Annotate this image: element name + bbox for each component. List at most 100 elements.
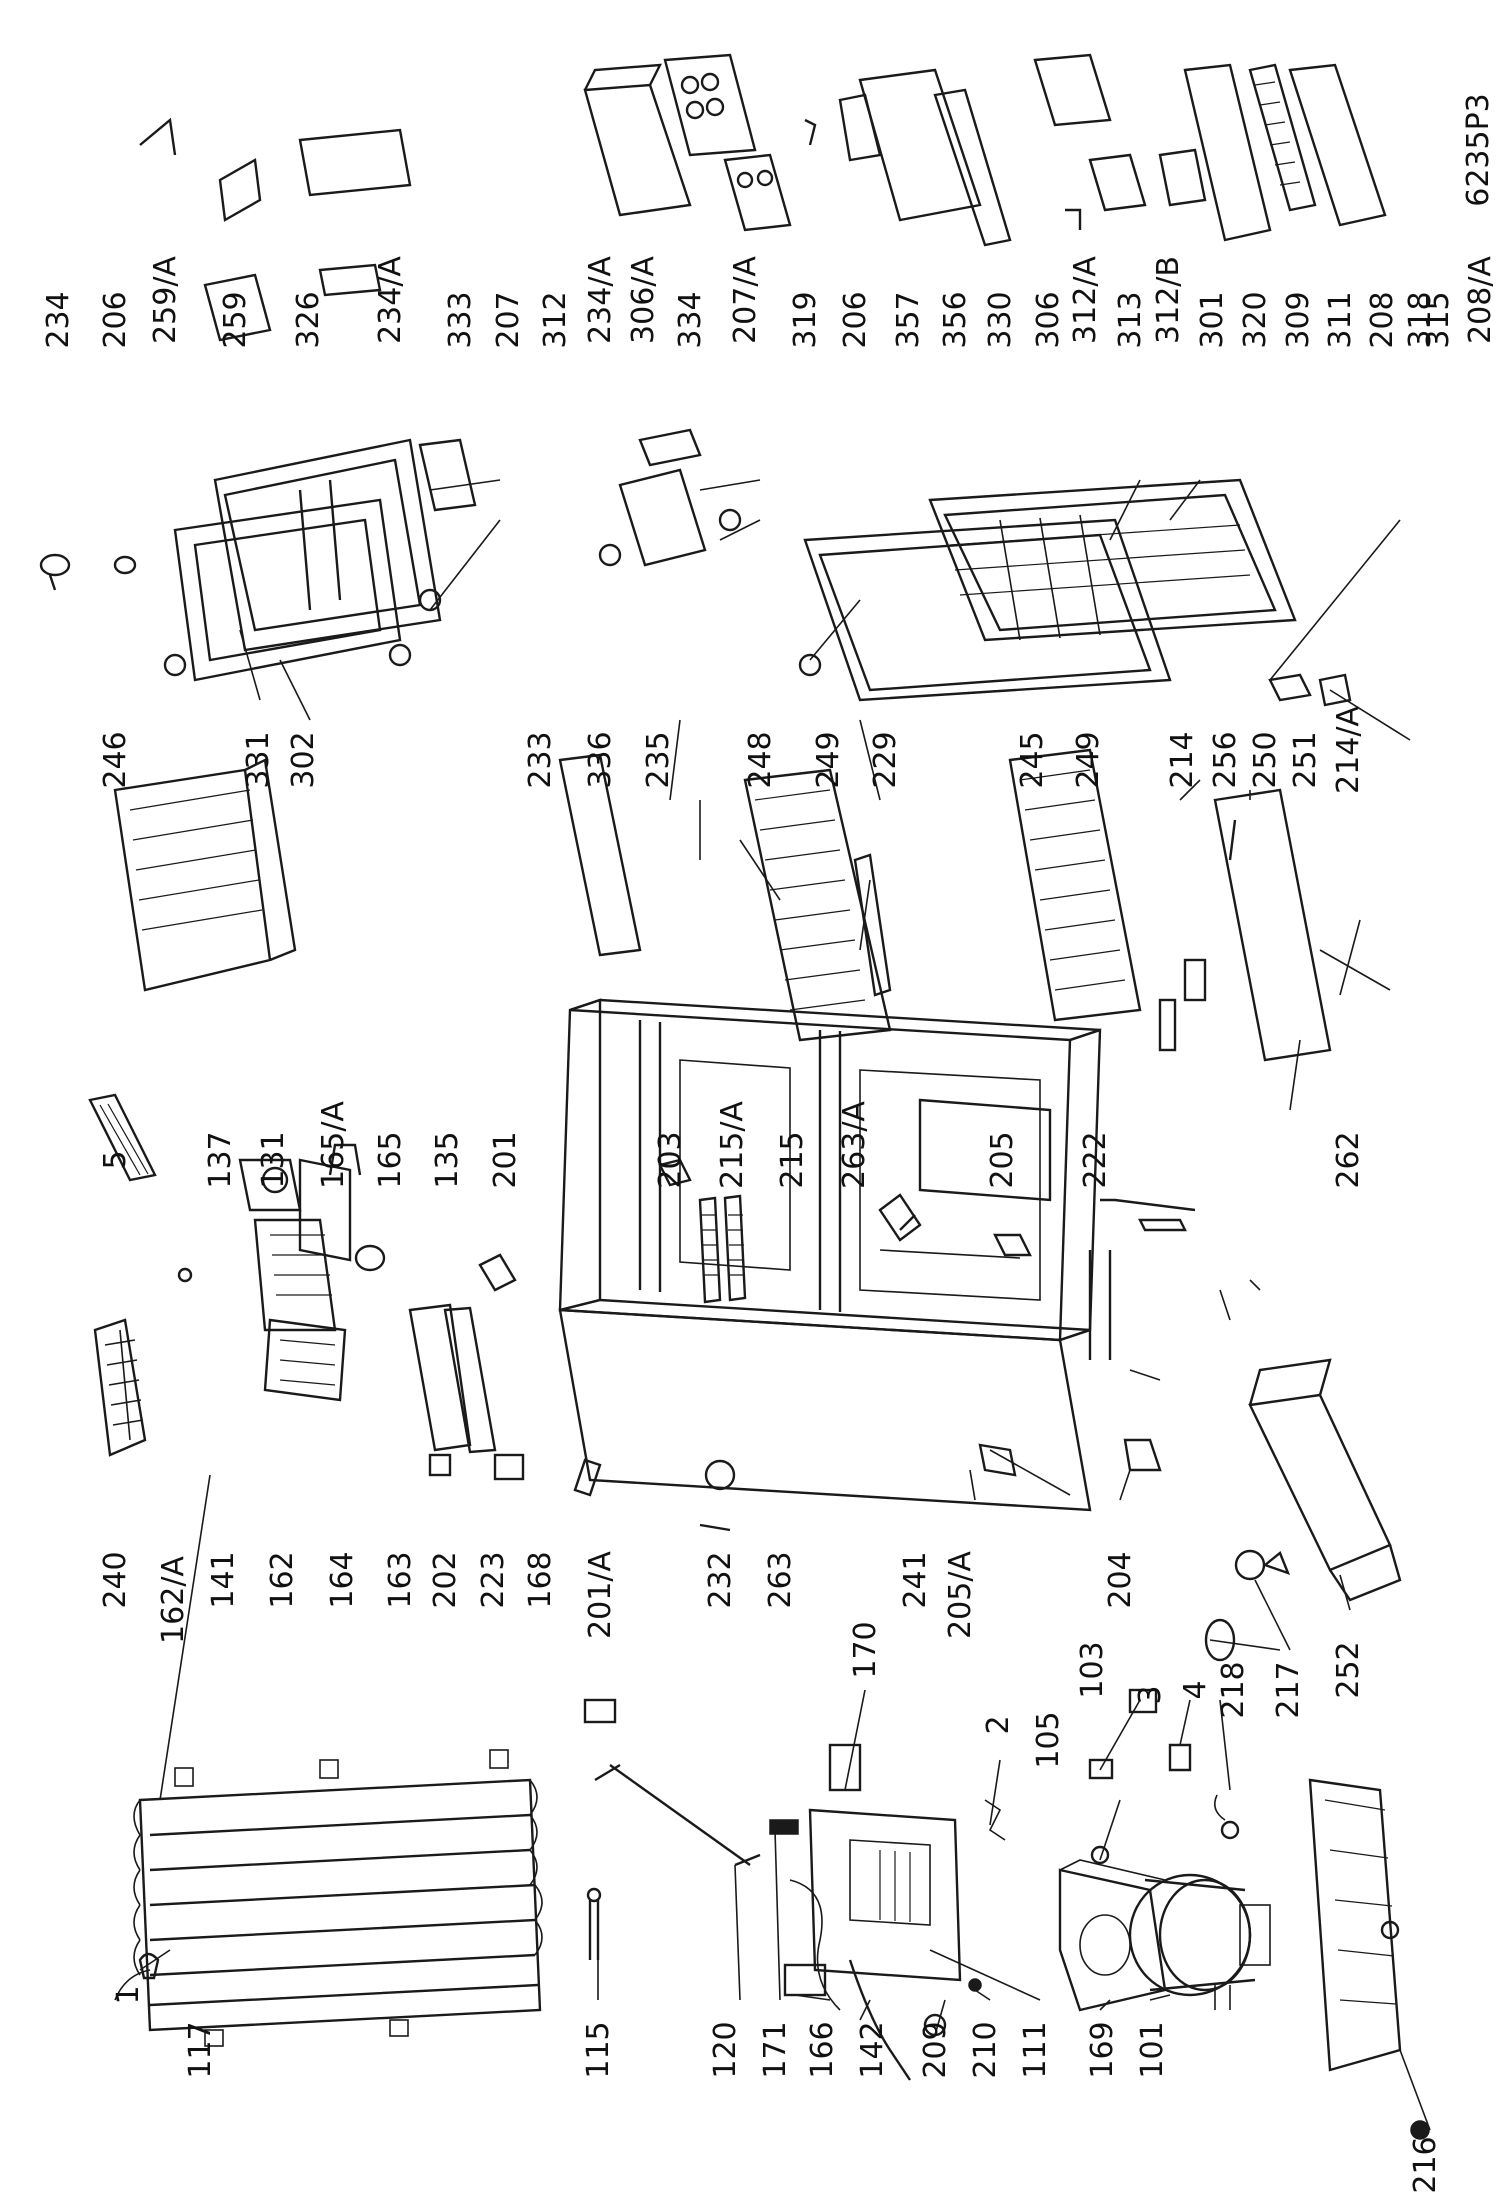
label-248: 248	[743, 731, 778, 788]
label-201-a: 201/A	[583, 1551, 618, 1639]
label-263: 263	[763, 1551, 798, 1608]
label-216: 216	[1408, 2136, 1443, 2193]
hinge-caps-drawing	[418, 428, 1352, 707]
label-3: 3	[1133, 1685, 1168, 1704]
label-336: 336	[583, 731, 618, 788]
label-205: 205	[985, 1131, 1020, 1188]
label-259: 259	[218, 291, 253, 348]
label-166: 166	[805, 2021, 840, 2078]
drawing-code: 6235P3	[1461, 93, 1496, 207]
label-101: 101	[1135, 2021, 1170, 2078]
label-249-bottom: 249	[1071, 731, 1106, 788]
clip-1-drawing	[138, 1952, 160, 1980]
label-309: 309	[1281, 291, 1316, 348]
leader-lines	[139, 479, 1431, 2131]
compressor-drawing	[1128, 1873, 1271, 2010]
label-234-a: 234/A	[583, 256, 618, 344]
label-162-a: 162/A	[156, 1556, 191, 1644]
label-214-a: 214/A	[1331, 706, 1366, 794]
label-246: 246	[98, 731, 133, 788]
label-235: 235	[641, 731, 676, 788]
trim-strips-drawing	[88, 1093, 497, 1477]
label-333: 333	[443, 291, 478, 348]
label-234: 234	[41, 291, 76, 348]
label-131: 131	[256, 1131, 291, 1188]
label-4: 4	[1178, 1680, 1213, 1699]
thermostat-rod-drawing	[583, 1698, 761, 1960]
label-169: 169	[1085, 2021, 1120, 2078]
freezer-accessories-drawing	[39, 117, 412, 591]
label-306: 306	[1031, 291, 1066, 348]
label-223: 223	[476, 1551, 511, 1608]
label-2: 2	[981, 1715, 1016, 1734]
label-203: 203	[653, 1131, 688, 1188]
label-207-a: 207/A	[728, 256, 763, 344]
label-205-a: 205/A	[943, 1551, 978, 1639]
freezer-door-drawing	[163, 438, 442, 682]
misc-small-parts-drawing	[984, 1688, 1240, 1865]
label-5: 5	[98, 1150, 133, 1169]
label-262: 262	[1331, 1131, 1366, 1188]
drip-tray-drawing	[1058, 1859, 1167, 2012]
label-241: 241	[898, 1551, 933, 1608]
label-249-top: 249	[811, 731, 846, 788]
label-137: 137	[203, 1131, 238, 1188]
label-334: 334	[673, 291, 708, 348]
label-232: 232	[703, 1551, 738, 1608]
label-170: 170	[848, 1621, 883, 1678]
label-312: 312	[538, 291, 573, 348]
label-164: 164	[325, 1551, 360, 1608]
label-208-a: 208/A	[1463, 256, 1498, 344]
label-311: 311	[1323, 291, 1358, 348]
label-315: 315	[1421, 291, 1456, 348]
label-245: 245	[1015, 731, 1050, 788]
label-318: 318	[1403, 291, 1438, 348]
condenser-coil-drawing	[114, 1749, 543, 2047]
label-142: 142	[855, 2021, 890, 2078]
ice-tray-drawing	[93, 1318, 147, 1457]
label-103: 103	[1075, 1641, 1110, 1698]
label-215: 215	[775, 1131, 810, 1188]
label-331: 331	[241, 731, 276, 788]
label-302: 302	[286, 731, 321, 788]
label-312-a: 312/A	[1068, 256, 1103, 344]
knob-drawing	[1204, 1549, 1291, 1662]
label-319: 319	[788, 291, 823, 348]
label-210: 210	[968, 2021, 1003, 2078]
label-165: 165	[373, 1131, 408, 1188]
label-171: 171	[758, 2021, 793, 2078]
label-206: 206	[838, 291, 873, 348]
label-168: 168	[523, 1551, 558, 1608]
door-bin-drawing	[1248, 1358, 1402, 1602]
label-214: 214	[1165, 731, 1200, 788]
label-330: 330	[983, 291, 1018, 348]
fridge-door-drawing	[803, 478, 1297, 702]
label-115: 115	[581, 2021, 616, 2078]
base-tray-drawing	[1308, 1778, 1430, 2140]
label-233: 233	[523, 731, 558, 788]
label-251: 251	[1288, 731, 1323, 788]
label-208: 208	[1365, 291, 1400, 348]
label-259-a: 259/A	[148, 256, 183, 344]
label-229: 229	[868, 731, 903, 788]
label-162: 162	[265, 1551, 300, 1608]
light-housing-drawing	[238, 1143, 386, 1402]
air-duct-strips-drawing	[658, 1158, 1112, 1360]
label-163: 163	[383, 1551, 418, 1608]
label-1: 1	[111, 1985, 146, 2004]
label-201: 201	[488, 1131, 523, 1188]
label-165-a: 165/A	[316, 1101, 351, 1189]
cabinet-drawing	[558, 998, 1102, 1512]
label-105: 105	[1031, 1711, 1066, 1768]
label-217: 217	[1271, 1661, 1306, 1718]
label-141: 141	[206, 1551, 241, 1608]
label-250: 250	[1248, 731, 1283, 788]
label-117: 117	[183, 2021, 218, 2078]
label-301: 301	[1195, 291, 1230, 348]
shelves-drawing	[113, 748, 1332, 1062]
label-263-a: 263/A	[837, 1101, 872, 1189]
label-356: 356	[938, 291, 973, 348]
label-218: 218	[1216, 1661, 1251, 1718]
label-111: 111	[1018, 2021, 1053, 2078]
